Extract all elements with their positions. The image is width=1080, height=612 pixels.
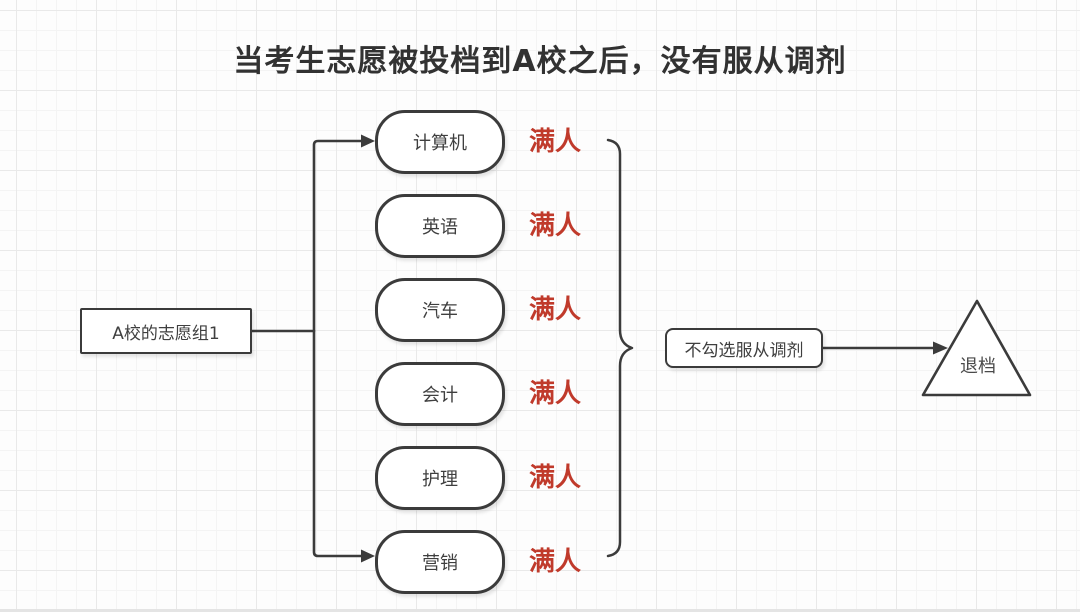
major-node-label: 护理 <box>422 469 458 490</box>
major-node-label: 英语 <box>422 217 458 238</box>
brace-right <box>606 138 634 558</box>
major-node-automobile: 汽车 <box>375 278 505 342</box>
major-node-label: 会计 <box>422 385 458 406</box>
arrowhead-bottom <box>361 549 375 563</box>
status-label: 满人 <box>529 295 582 325</box>
decision-node: 不勾选服从调剂 <box>665 328 823 368</box>
major-node-accounting: 会计 <box>375 362 505 426</box>
major-node-nursing: 护理 <box>375 446 505 510</box>
status-label: 满人 <box>529 127 582 157</box>
diagram-title: 当考生志愿被投档到A校之后，没有服从调剂 <box>233 44 847 79</box>
outcome-triangle <box>921 299 1032 397</box>
major-node-computer: 计算机 <box>375 110 505 174</box>
status-label: 满人 <box>529 463 582 493</box>
status-label: 满人 <box>529 379 582 409</box>
arrowhead-outcome <box>933 341 948 355</box>
decision-node-label: 不勾选服从调剂 <box>684 340 804 361</box>
status-label: 满人 <box>529 211 582 241</box>
major-node-english: 英语 <box>375 194 505 258</box>
major-node-label: 营销 <box>422 553 458 574</box>
major-node-label: 计算机 <box>413 133 467 154</box>
outcome-label: 退档 <box>960 356 996 377</box>
group-node: A校的志愿组1 <box>80 308 252 354</box>
status-label: 满人 <box>529 547 582 577</box>
arrowhead-top <box>361 134 375 148</box>
major-node-marketing: 营销 <box>375 530 505 594</box>
connector-trunk <box>312 139 364 558</box>
major-node-label: 汽车 <box>422 301 458 322</box>
group-node-label: A校的志愿组1 <box>112 323 220 344</box>
canvas-bottom-edge <box>0 609 1080 612</box>
